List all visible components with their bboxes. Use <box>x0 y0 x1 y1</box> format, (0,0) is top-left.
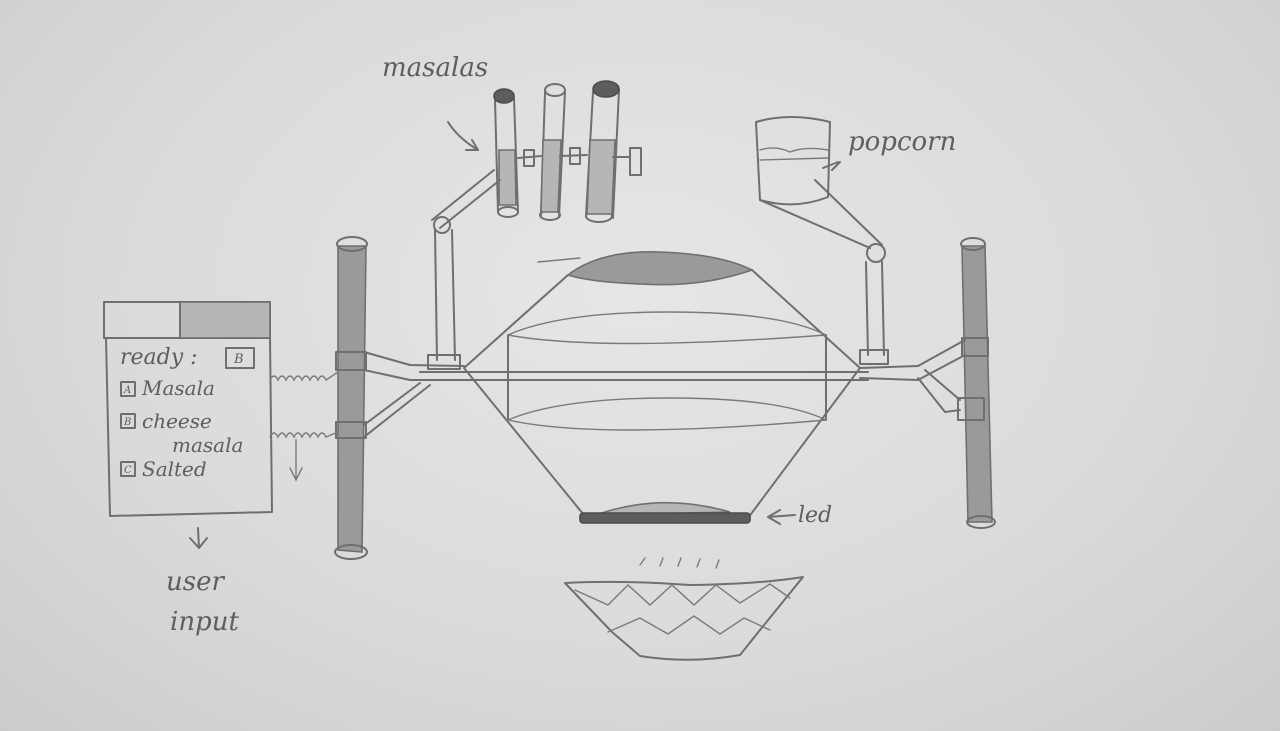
option-b-letter: B <box>123 417 131 428</box>
wire-arrow <box>290 440 302 480</box>
left-support-pole <box>335 237 464 559</box>
ready-box-value: B <box>233 352 244 367</box>
masala-tube-3 <box>586 81 619 222</box>
popcorn-label: popcorn <box>848 127 956 157</box>
masala-arrow <box>448 122 478 150</box>
masala-arm <box>428 170 500 369</box>
masala-tube-2 <box>540 84 565 220</box>
led-strip <box>580 503 795 524</box>
popcorn-drum <box>464 252 860 520</box>
user-input-arrow <box>190 528 207 548</box>
user-input-label-line1: user <box>166 567 225 597</box>
valve-handle <box>630 148 641 175</box>
wire-coil-2 <box>270 432 338 437</box>
masalas-label: masalas <box>382 53 488 83</box>
masala-tube-1 <box>494 89 518 217</box>
option-a-text: Masala <box>141 376 215 400</box>
drum-axle <box>420 372 868 380</box>
ready-label: ready : <box>120 345 198 370</box>
masala-dispenser <box>448 81 641 222</box>
popcorn-bowl <box>565 558 803 660</box>
user-input-label-line2: input <box>170 607 239 637</box>
wire-coil-1 <box>270 372 338 380</box>
option-a-letter: A <box>123 385 131 396</box>
right-support-pole <box>860 238 995 528</box>
option-c-text: Salted <box>142 457 207 481</box>
option-b-text-cont: masala <box>172 433 243 457</box>
option-b-text: cheese <box>142 409 212 433</box>
control-panel <box>104 302 338 548</box>
led-label: led <box>798 503 832 528</box>
option-c-letter: C <box>124 465 132 476</box>
